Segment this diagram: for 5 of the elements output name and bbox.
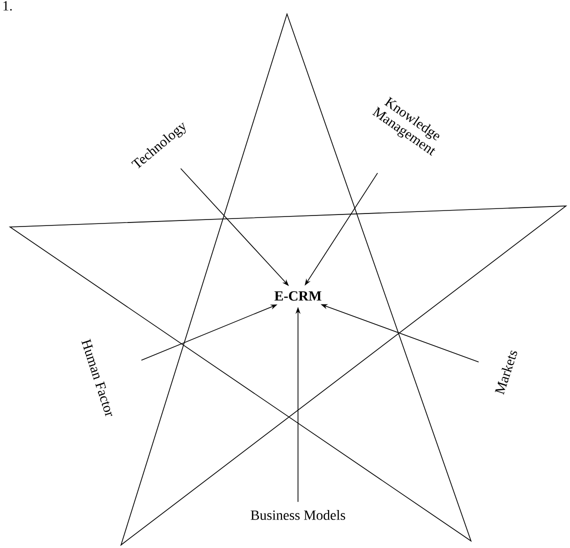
factor-label: Human Factor bbox=[81, 338, 112, 416]
factor-label: Business Models bbox=[250, 510, 346, 520]
factor-label: Markets bbox=[494, 350, 518, 395]
center-label: E-CRM bbox=[274, 291, 322, 301]
figure-number: 1. bbox=[3, 1, 12, 11]
